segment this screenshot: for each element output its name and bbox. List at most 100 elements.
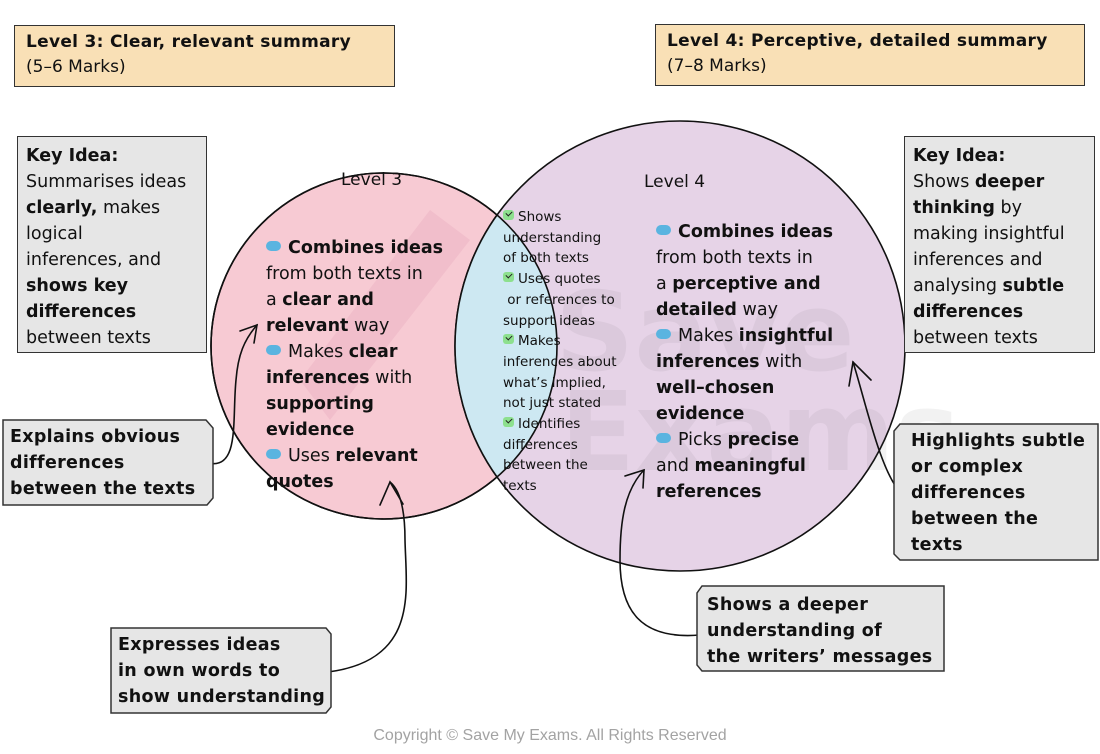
bold-text: Combines ideas: [288, 238, 444, 258]
text: with: [759, 352, 803, 372]
shared-criterion-line: not just stated: [503, 393, 616, 414]
connector-dot: [698, 627, 706, 635]
criterion-item: Uses relevant: [266, 443, 443, 469]
text: inferences and: [913, 250, 1043, 270]
level4-marks: (7–8 Marks): [667, 56, 767, 76]
bold-text: differences: [913, 302, 1024, 322]
text: Identifies: [518, 416, 581, 433]
shared-criterion-item: Uses quotes: [503, 269, 616, 290]
text: from both texts in: [266, 264, 423, 284]
text: analysing: [913, 276, 1003, 296]
criterion-line: and meaningful: [656, 453, 833, 479]
criterion-line: from both texts in: [656, 245, 833, 271]
arrow-obvious: [207, 324, 258, 465]
bullet-icon: [266, 345, 281, 355]
shared-criterion-item: Identifies: [503, 414, 616, 435]
text: Uses: [288, 446, 336, 466]
note-obvious-differences: Explains obvious differences between the t…: [10, 424, 195, 502]
text: making insightful: [913, 224, 1065, 244]
criterion-line: inferences with: [266, 365, 443, 391]
text: what’s implied,: [503, 374, 606, 391]
bold-text: clearly,: [26, 198, 98, 218]
note-line: between the texts: [10, 479, 196, 499]
level3-header: Level 3: Clear, relevant summary (5–6 Ma…: [14, 25, 395, 87]
key-idea-heading: Key Idea:: [913, 146, 1006, 166]
criterion-line: inferences with: [656, 349, 833, 375]
bold-text: relevant: [335, 446, 418, 466]
criterion-line: detailed way: [656, 297, 833, 323]
key-idea-line: inferences, and: [26, 247, 198, 273]
note-line: between the: [911, 509, 1039, 529]
bold-text: meaningful: [694, 456, 806, 476]
checkmark-icon: [503, 334, 514, 345]
bold-text: clear: [348, 342, 398, 362]
text: between texts: [913, 328, 1038, 348]
arrow-deeper: [619, 469, 701, 637]
arrowhead-obvious: [239, 323, 259, 344]
note-line: or complex: [911, 457, 1024, 477]
bold-text: supporting: [266, 394, 374, 414]
bullet-icon: [266, 241, 281, 251]
criterion-item: Makes clear: [266, 339, 443, 365]
svg-text:Save: Save: [555, 268, 855, 396]
key-idea-body: Summarises ideas clearly, makes logical inf…: [26, 169, 198, 351]
copyright-notice: Copyright © Save My Exams. All Rights Re…: [373, 727, 727, 744]
text: makes: [97, 198, 161, 218]
key-idea-left: Key Idea: Summarises ideas clearly, makes…: [17, 136, 207, 353]
connector-dot: [203, 459, 211, 467]
bold-text: relevant: [266, 316, 349, 336]
criterion-item: Combines ideas: [656, 219, 833, 245]
bold-text: subtle: [1002, 276, 1065, 296]
note-line: differences: [10, 453, 125, 473]
bold-text: thinking: [913, 198, 995, 218]
text: between the: [503, 457, 588, 474]
checkmark-icon: [503, 210, 514, 220]
level4-circle-title: Level 4: [644, 172, 706, 192]
criterion-item: Picks precise: [656, 427, 833, 453]
arrowhead-subtle: [848, 360, 872, 387]
shared-criterion-line: between the: [503, 455, 616, 476]
level3-marks: (5–6 Marks): [26, 57, 126, 77]
shared-criterion-line: support ideas: [503, 311, 616, 332]
bold-text: inferences: [656, 352, 760, 372]
criterion-item: Combines ideas: [266, 235, 443, 261]
note-line: Explains obvious: [10, 427, 181, 447]
shared-criterion-line: of both texts: [503, 248, 616, 269]
checkmark-icon: [503, 272, 514, 283]
text: from both texts in: [656, 248, 813, 268]
shared-criterion-line: understanding: [503, 228, 616, 249]
key-idea-heading: Key Idea:: [26, 146, 119, 166]
text: Summarises ideas: [26, 172, 187, 192]
key-idea-line: between texts: [913, 325, 1086, 351]
text: Makes: [518, 333, 561, 350]
text: way: [736, 300, 778, 320]
criterion-line: evidence: [266, 417, 443, 443]
criterion-line: evidence: [656, 401, 833, 427]
bold-text: insightful: [738, 326, 834, 346]
bold-text: quotes: [266, 472, 334, 492]
note-line: Highlights subtle: [911, 431, 1086, 451]
text: not just stated: [503, 395, 602, 412]
bullet-icon: [656, 329, 671, 339]
key-idea-line: analysing subtle: [913, 273, 1086, 299]
level4-title: Level 4: Perceptive, detailed summary: [667, 31, 1048, 51]
shared-criterion-line: differences: [503, 435, 616, 456]
key-idea-line: logical: [26, 221, 198, 247]
criterion-line: well–chosen: [656, 375, 833, 401]
criterion-line: references: [656, 479, 833, 505]
text: Picks: [678, 430, 728, 450]
level3-title: Level 3: Clear, relevant summary: [26, 32, 351, 52]
text: inferences about: [503, 353, 617, 370]
shared-criterion-line: what’s implied,: [503, 373, 616, 394]
key-idea-line: Shows deeper: [913, 169, 1086, 195]
text: inferences, and: [26, 250, 162, 270]
criterion-line: from both texts in: [266, 261, 443, 287]
text: with: [369, 368, 413, 388]
criterion-line: a perceptive and: [656, 271, 833, 297]
